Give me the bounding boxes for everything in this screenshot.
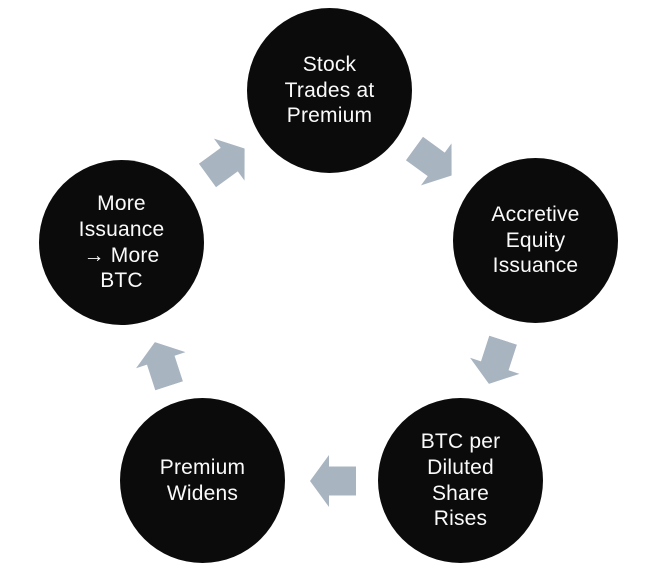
node-accretive-equity-issuance: Accretive Equity Issuance	[453, 158, 618, 323]
node-label: Stock Trades at Premium	[284, 53, 375, 128]
node-more-issuance-more-btc: More Issuance → More BTC	[39, 160, 204, 325]
node-label: Premium Widens	[159, 455, 246, 505]
node-label: More Issuance → More BTC	[78, 192, 165, 293]
block-arrow-shape	[198, 138, 245, 188]
node-btc-per-diluted-share-rises: BTC per Diluted Share Rises	[378, 398, 543, 563]
block-arrow-shape	[470, 335, 520, 384]
node-stock-trades-at-premium: Stock Trades at Premium	[247, 8, 412, 173]
arrow-premiumwidens-to-moreissuance-icon	[136, 342, 186, 391]
arrow-stock-to-accretive-icon	[405, 136, 452, 186]
arrow-moreissuance-to-stock-icon	[198, 138, 245, 188]
arrow-accretive-to-btcshare-icon	[470, 335, 520, 384]
block-arrow-shape	[136, 342, 186, 391]
block-arrow-shape	[310, 455, 356, 507]
node-label: Accretive Equity Issuance	[491, 203, 580, 278]
arrow-btcshare-to-premiumwidens-icon	[310, 455, 356, 507]
node-label: BTC per Diluted Share Rises	[420, 430, 501, 531]
node-premium-widens: Premium Widens	[120, 398, 285, 563]
block-arrow-shape	[405, 136, 452, 186]
